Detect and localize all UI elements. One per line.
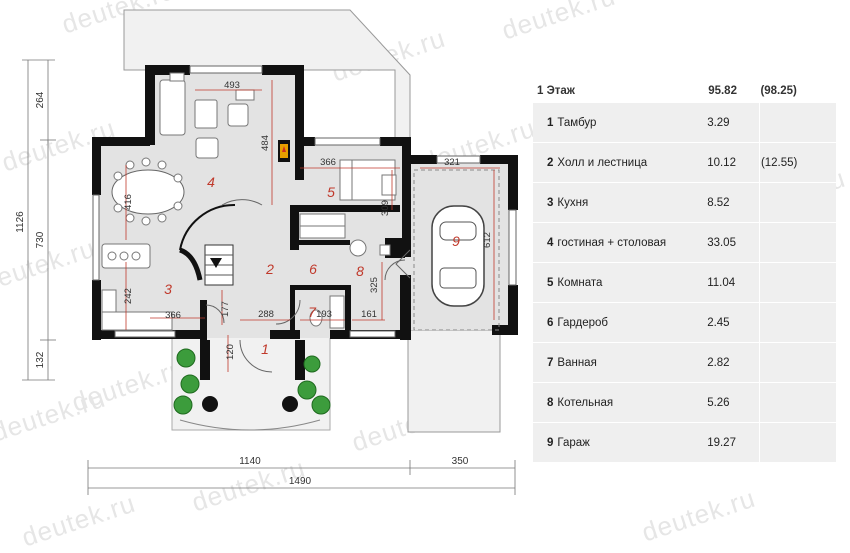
dim-label: 484 — [260, 135, 271, 151]
room-num: 6 — [547, 316, 554, 329]
room-number: 6 — [309, 261, 317, 277]
room-name: Котельная — [557, 396, 614, 409]
dim-label: 493 — [224, 80, 240, 91]
dim-label: 177 — [220, 301, 231, 317]
room-extra: (12.55) — [758, 142, 836, 183]
room-number: 8 — [356, 263, 364, 279]
room-name: Ванная — [557, 356, 597, 369]
outer-dim-label: 132 — [35, 351, 46, 368]
dim-label: 416 — [123, 194, 134, 210]
room-name: Тамбур — [557, 116, 597, 129]
room-extra — [758, 382, 836, 423]
outer-dim-label: 1140 — [239, 456, 261, 467]
room-extra — [758, 302, 836, 343]
dim-label: 242 — [123, 288, 134, 304]
room-number: 4 — [207, 174, 215, 190]
room-extra — [758, 262, 836, 303]
dim-label: 366 — [165, 310, 181, 321]
room-area: 10.12 — [707, 142, 760, 183]
dim-label: 309 — [380, 200, 391, 216]
room-name: Кухня — [557, 196, 589, 209]
room-num: 7 — [547, 356, 554, 369]
floor-plan: 1 2 3 4 5 6 7 8 9 493 484 366 321 309 61… — [15, 9, 518, 495]
room-area: 19.27 — [707, 422, 760, 463]
room-extra — [758, 222, 836, 263]
room-number: 5 — [327, 184, 335, 200]
outer-dim-label: 730 — [35, 231, 46, 248]
floor-label: 1 Этаж — [533, 80, 708, 103]
room-number: 9 — [452, 233, 460, 249]
room-area: 11.04 — [707, 262, 760, 303]
table-header-row: 1 Этаж 95.82 (98.25) — [533, 80, 836, 103]
room-number: 3 — [164, 281, 172, 297]
dim-label: 366 — [320, 157, 336, 168]
outer-dim-label: 350 — [452, 456, 469, 467]
room-name: Холл и лестница — [557, 156, 648, 169]
room-num: 9 — [547, 436, 554, 449]
outer-dim-label: 1126 — [15, 211, 26, 233]
room-area: 5.26 — [707, 382, 760, 423]
room-num: 3 — [547, 196, 554, 209]
room-name: гостиная + столовая — [557, 236, 667, 249]
room-number: 2 — [265, 261, 274, 277]
floor-area: 95.82 — [707, 80, 760, 103]
outer-dim-label: 264 — [35, 91, 46, 108]
dim-label: 120 — [225, 344, 236, 360]
room-extra — [758, 342, 836, 383]
room-number: 7 — [308, 304, 317, 320]
room-name: Гараж — [557, 436, 590, 449]
dim-label: 612 — [482, 232, 493, 248]
room-extra — [758, 182, 836, 223]
room-area: 3.29 — [707, 102, 760, 143]
room-num: 2 — [547, 156, 554, 169]
room-area: 2.82 — [707, 342, 760, 383]
outer-dim-label: 1490 — [289, 476, 312, 487]
room-area: 2.45 — [707, 302, 760, 343]
dim-label: 321 — [444, 157, 460, 168]
room-num: 5 — [547, 276, 554, 289]
room-number: 1 — [261, 341, 269, 357]
dim-label: 193 — [316, 309, 332, 320]
room-extra — [758, 102, 836, 143]
room-name: Гардероб — [557, 316, 608, 329]
room-area: 8.52 — [707, 182, 760, 223]
dim-label: 288 — [258, 309, 274, 320]
dim-label: 161 — [361, 309, 377, 320]
floor-total-area: (98.25) — [759, 80, 836, 103]
room-num: 4 — [547, 236, 554, 249]
room-name: Комната — [557, 276, 603, 289]
watermark: deutek.ru — [638, 482, 760, 548]
room-extra — [758, 422, 836, 463]
room-area: 33.05 — [707, 222, 760, 263]
dim-label: 325 — [369, 277, 380, 293]
room-num: 8 — [547, 396, 554, 409]
room-num: 1 — [547, 116, 554, 129]
